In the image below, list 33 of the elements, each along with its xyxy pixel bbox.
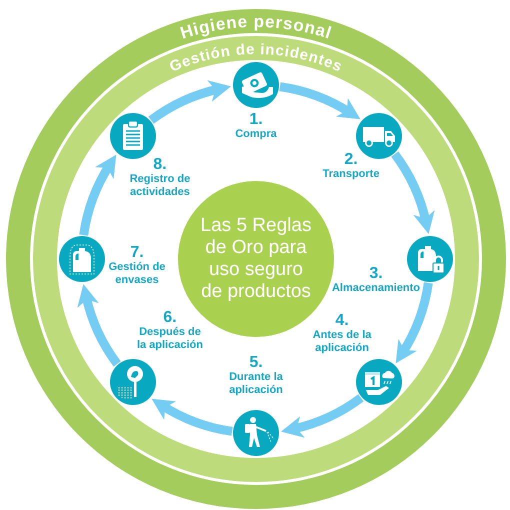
step-number: 7.	[130, 245, 144, 261]
arrow	[151, 399, 233, 436]
step-number: 4.	[335, 313, 349, 330]
truck-icon	[356, 112, 402, 159]
person-spraying-icon	[233, 410, 279, 456]
calendar-cloud-icon	[356, 359, 402, 406]
arrow	[79, 154, 116, 236]
step-label: Antes de la aplicación	[312, 329, 372, 356]
arrow	[148, 80, 231, 124]
jug-icon	[59, 236, 105, 282]
step-label: Almacenamiento	[332, 282, 420, 295]
step-number: 6.	[163, 310, 177, 326]
clipboard-icon	[110, 112, 156, 159]
arrow	[281, 394, 364, 438]
arrow	[391, 152, 434, 234]
sign-post-icon	[110, 359, 156, 406]
step-label: Transporte	[322, 168, 380, 181]
step-label: Gestión de envases	[108, 261, 166, 287]
ring-label: Higiene personal	[178, 12, 334, 43]
step-number: 5.	[249, 355, 263, 371]
arrow	[279, 82, 361, 119]
step-label: Compra	[235, 128, 277, 141]
arrow	[396, 282, 433, 364]
step-number: 1.	[249, 112, 263, 128]
jug-padlock-icon	[407, 236, 453, 282]
center-title: Las 5 Reglas de Oro para uso seguro de productos	[200, 215, 312, 303]
step-label: Registro de actividades	[128, 172, 192, 199]
step-number: 8.	[153, 156, 167, 173]
arrow	[78, 284, 121, 366]
step-label: Durante la aplicación	[228, 371, 284, 397]
step-number: 2.	[344, 152, 358, 168]
step-number: 3.	[369, 266, 383, 282]
step-label: Después de la aplicación	[136, 326, 204, 352]
